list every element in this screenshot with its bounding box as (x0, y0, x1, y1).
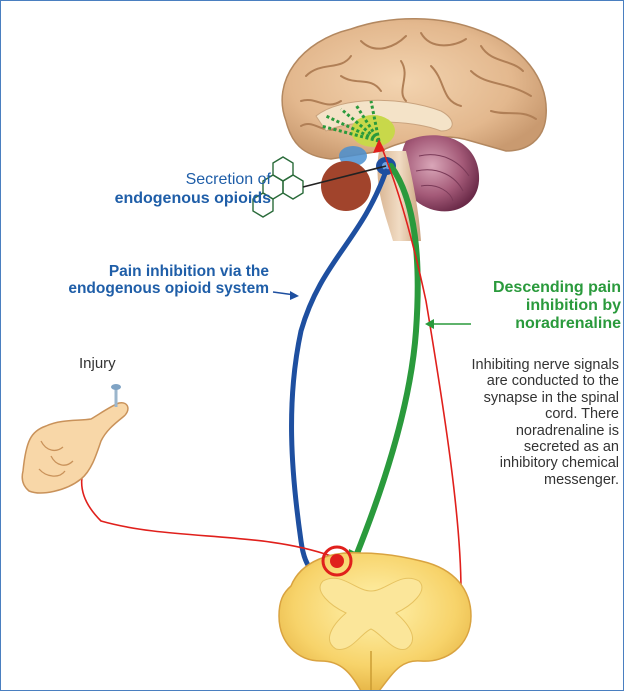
needle-head (111, 384, 121, 390)
pain-inhibition-label: Pain inhibition via the endogenous opioi… (41, 263, 269, 298)
endogenous-opioids-label: endogenous opioids (31, 190, 271, 208)
spinal-cord-cross-section (279, 547, 471, 691)
opioid-label-arrowhead (290, 291, 299, 300)
injury-label: Injury (79, 356, 116, 373)
brain-illustration (282, 19, 546, 241)
brain-cortex (282, 19, 546, 159)
hand (22, 403, 128, 493)
synapse-core (330, 554, 344, 568)
descending-inhibition-label: Descending pain inhibition by noradrenal… (421, 279, 621, 333)
inhibiting-signals-description: Inhibiting nerve signals are conducted t… (471, 357, 619, 488)
hand-with-needle-icon (22, 384, 128, 493)
frontal-lower (321, 161, 371, 211)
secretion-label: Secretion of (101, 171, 271, 189)
